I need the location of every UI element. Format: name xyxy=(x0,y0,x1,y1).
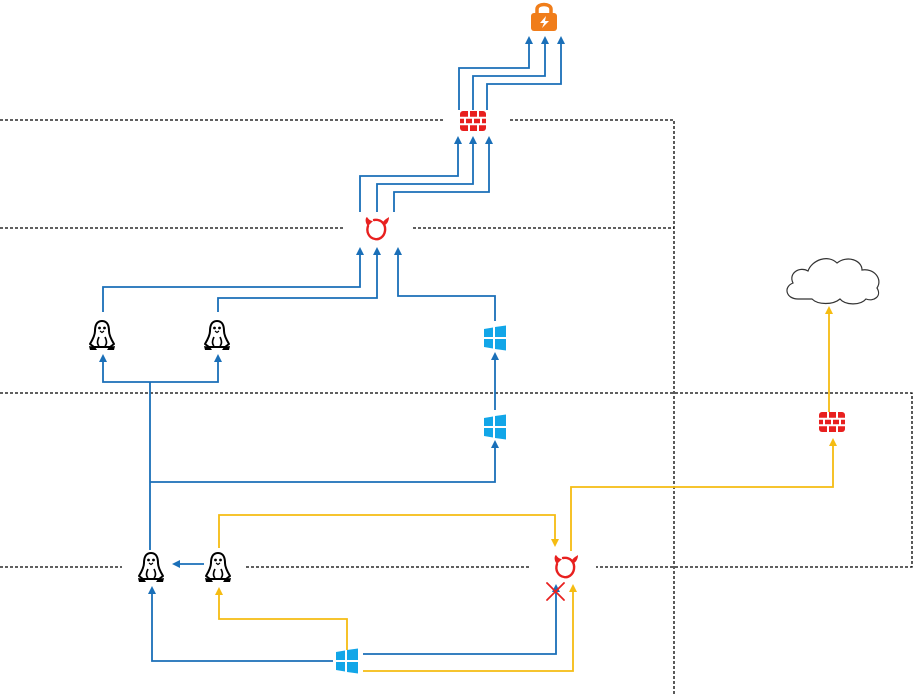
windows-icon xyxy=(484,414,506,440)
link-windows-bottom-to-router-bottom-yellow xyxy=(363,584,577,672)
yellow-connections xyxy=(215,306,837,672)
link-firewall-to-lock-c xyxy=(486,36,565,110)
link-router-to-firewall-c xyxy=(393,136,493,212)
link-router-bottom-to-firewall-right xyxy=(570,438,837,551)
link-firewall-to-lock-a xyxy=(458,36,533,110)
link-windows-bottom-to-linux3 xyxy=(148,586,333,662)
link-trunk-to-linux2 xyxy=(150,354,222,383)
link-router-to-firewall-b xyxy=(376,136,477,212)
linux-tux-icon xyxy=(204,552,232,583)
link-windows-bottom-to-linux4 xyxy=(215,587,348,650)
link-linux1-to-router xyxy=(102,247,364,312)
linux-tux-icon xyxy=(137,552,165,583)
freebsd-icon xyxy=(364,215,391,241)
linux-tux-icon xyxy=(203,320,231,351)
blue-connections xyxy=(99,36,565,662)
link-router-to-firewall-a xyxy=(359,136,462,212)
link-linux2-to-router xyxy=(217,247,381,312)
lock-icon xyxy=(531,2,557,31)
windows-icon xyxy=(336,648,358,674)
boundary-line-dmz-top-right xyxy=(510,119,675,695)
linux-tux-icon xyxy=(88,320,116,351)
link-trunk-to-windows-mid xyxy=(150,440,499,483)
zone-boundaries xyxy=(0,119,913,695)
windows-icon xyxy=(484,325,506,351)
freebsd-icon xyxy=(553,553,580,579)
cloud-icon xyxy=(786,258,880,305)
firewall-icon xyxy=(818,411,846,433)
firewall-icon xyxy=(459,110,487,132)
boundary-line-lan-top xyxy=(0,392,913,568)
link-windows-top-to-router xyxy=(394,247,496,321)
link-trunk-to-linux1 xyxy=(99,354,150,383)
link-firewall-to-lock-b xyxy=(472,36,549,110)
link-linux4-to-router-bottom xyxy=(218,514,559,548)
link-windows-bottom-to-router-bottom xyxy=(363,584,560,655)
blocked-x-icon xyxy=(546,582,565,601)
